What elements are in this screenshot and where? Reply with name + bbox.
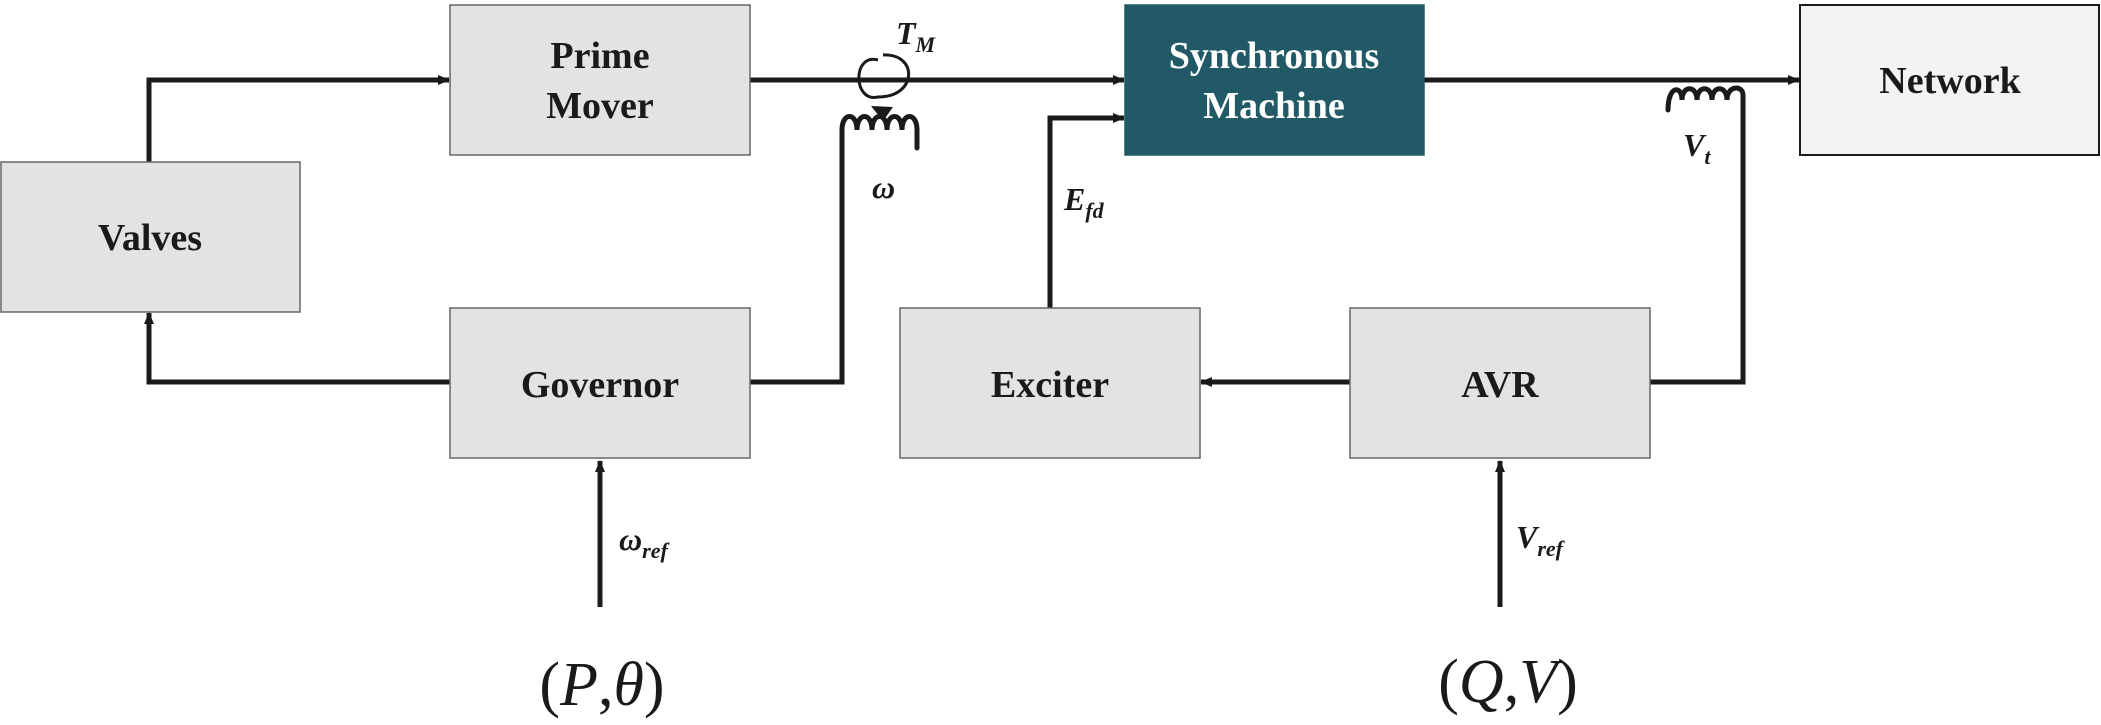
prime-mover-label-line1: Prime (550, 35, 649, 77)
terminal-voltage-label: Vt (1683, 127, 1711, 169)
mechanical-torque-symbol: T (896, 15, 917, 51)
speed-feedback-line (750, 143, 845, 385)
active-pair-close-paren: ) (644, 651, 665, 719)
torque-rotation-icon (857, 53, 911, 99)
avr-label: AVR (1461, 364, 1539, 406)
exciter-label: Exciter (991, 364, 1109, 406)
synchronous-machine-label-line2: Machine (1203, 85, 1344, 127)
speed-reference-symbol: ω (619, 521, 642, 557)
voltage-feedback-line (1650, 95, 1746, 385)
exciter-to-machine-line (1047, 113, 1125, 308)
reactive-power-voltage-pair: (Q,V) (1438, 648, 1577, 716)
voltage-sensor-coil-icon (1665, 85, 1746, 113)
speed-sensor-coil-icon (839, 114, 920, 151)
speed-reference-subscript: ref (642, 538, 670, 563)
voltage-reference-symbol: V (1516, 519, 1540, 555)
reactive-pair-close-paren: ) (1557, 648, 1578, 716)
voltage-reference-subscript: ref (1537, 536, 1565, 561)
reactive-power-symbol: Q (1459, 648, 1504, 716)
speed-reference-label: ωref (619, 521, 670, 563)
synchronous-machine-label-line1: Synchronous (1169, 35, 1380, 77)
terminal-voltage-subscript: t (1704, 144, 1711, 169)
valves-to-prime-mover-line (146, 75, 450, 162)
network-block[interactable]: Network (1799, 4, 2100, 156)
field-voltage-subscript: fd (1085, 198, 1104, 223)
active-pair-separator: , (598, 651, 614, 719)
speed-label: ω (872, 169, 895, 205)
governor-label: Governor (521, 364, 679, 406)
active-power-angle-pair: (P,θ) (539, 651, 664, 719)
valves-label: Valves (98, 217, 202, 259)
governor-to-valves-line (144, 312, 450, 385)
avr-block[interactable]: AVR (1349, 307, 1651, 459)
prime-mover-block[interactable]: Prime Mover (449, 4, 751, 156)
active-pair-open-paren: ( (539, 651, 560, 719)
exciter-block[interactable]: Exciter (899, 307, 1201, 459)
torque-arrowhead-icon (871, 106, 893, 121)
governor-block[interactable]: Governor (449, 307, 751, 459)
terminal-voltage-symbol: V (1683, 127, 1707, 163)
mechanical-torque-subscript: M (915, 32, 937, 57)
reactive-pair-open-paren: ( (1438, 648, 1459, 716)
valves-block[interactable]: Valves (0, 161, 301, 313)
synchronous-machine-block[interactable]: Synchronous Machine (1124, 4, 1425, 156)
network-label: Network (1879, 60, 2021, 102)
field-voltage-symbol: E (1063, 181, 1085, 217)
mechanical-torque-label: TM (896, 15, 937, 57)
prime-mover-label-line2: Mover (546, 85, 654, 127)
field-voltage-label: Efd (1063, 181, 1105, 223)
voltage-reference-label: Vref (1516, 519, 1566, 561)
voltage-symbol: V (1519, 648, 1563, 716)
angle-symbol: θ (613, 651, 643, 719)
active-power-symbol: P (559, 651, 598, 719)
reactive-pair-separator: , (1504, 648, 1520, 716)
